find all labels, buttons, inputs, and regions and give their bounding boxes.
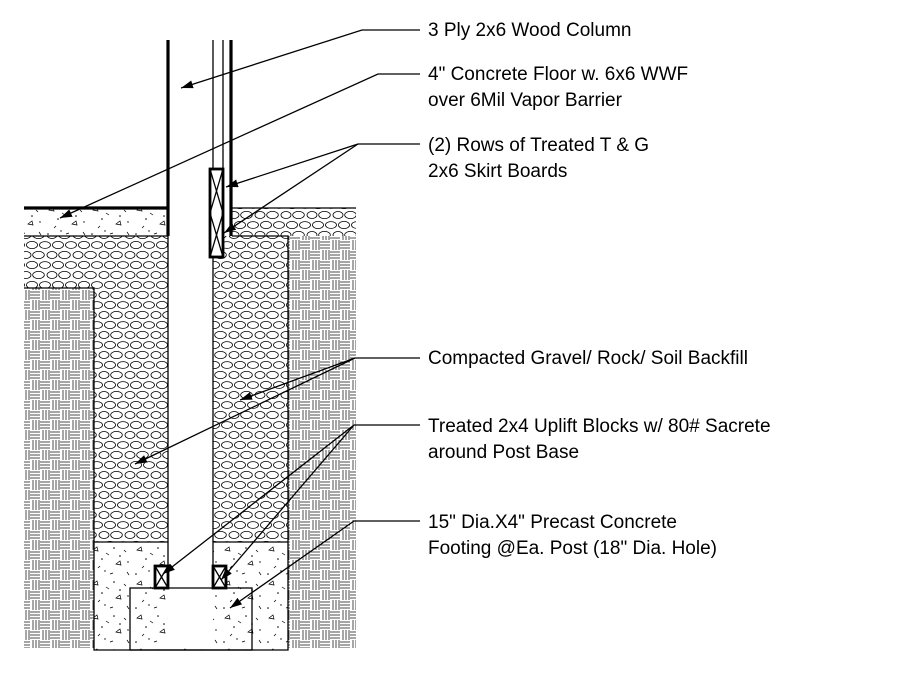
leader-lines bbox=[59, 29, 420, 609]
label-backfill: Compacted Gravel/ Rock/ Soil Backfill bbox=[428, 348, 748, 369]
label-column: 3 Ply 2x6 Wood Column bbox=[428, 20, 631, 41]
label-footing: 15" Dia.X4" Precast Concrete Footing @Ea… bbox=[428, 512, 717, 559]
skirt-boards bbox=[208, 167, 225, 259]
label-skirt-boards: (2) Rows of Treated T & G 2x6 Skirt Boar… bbox=[428, 135, 654, 182]
label-uplift-blocks: Treated 2x4 Uplift Blocks w/ 80# Sacrete… bbox=[428, 416, 776, 463]
hole-outline bbox=[24, 235, 289, 651]
label-floor: 4" Concrete Floor w. 6x6 WWF over 6Mil V… bbox=[428, 64, 693, 111]
callout-labels: 3 Ply 2x6 Wood Column 4" Concrete Floor … bbox=[428, 20, 776, 559]
concrete-slab bbox=[24, 208, 168, 236]
gravel-backfill bbox=[24, 208, 356, 542]
wood-column bbox=[166, 40, 233, 648]
